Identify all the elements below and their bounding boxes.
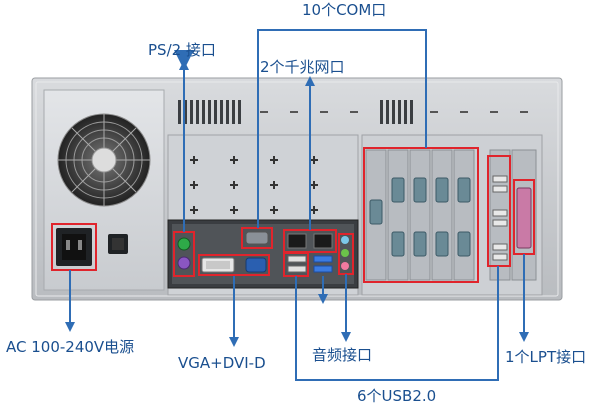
lan-port-1 bbox=[287, 233, 307, 249]
usb3-port bbox=[313, 255, 333, 263]
vga-port bbox=[245, 257, 267, 273]
label-lpt: 1个LPT接口 bbox=[505, 348, 587, 366]
highlight-com-cards bbox=[363, 147, 479, 283]
label-lan: 2个千兆网口 bbox=[260, 58, 345, 76]
highlight-vga-dvi bbox=[198, 254, 270, 276]
usb-port bbox=[287, 255, 307, 263]
label-vga-dvi: VGA+DVI-D bbox=[178, 354, 266, 372]
top-vent-slots bbox=[178, 100, 413, 124]
lan-port-2 bbox=[313, 233, 333, 249]
usb-bracket-ports bbox=[492, 175, 508, 261]
label-power: AC 100-240V电源 bbox=[6, 338, 135, 356]
audio-jack-line-in bbox=[341, 236, 349, 244]
onboard-com-port bbox=[245, 231, 269, 245]
ps2-mouse-port bbox=[177, 256, 191, 270]
audio-jack-line-out bbox=[341, 249, 349, 257]
com-port-connectors bbox=[369, 177, 471, 257]
label-com-ports: 10个COM口 bbox=[302, 1, 387, 19]
callout-arrowheads bbox=[65, 60, 529, 347]
lpt-port bbox=[516, 187, 532, 249]
usb3-port bbox=[313, 265, 333, 273]
label-audio: 音频接口 bbox=[312, 346, 373, 364]
label-usb: 6个USB2.0 bbox=[357, 387, 437, 405]
blank-plate-crosses bbox=[190, 156, 318, 214]
highlight-power bbox=[51, 223, 97, 271]
audio-jack-mic bbox=[341, 262, 349, 270]
ps2-keyboard-port bbox=[177, 237, 191, 251]
usb-port bbox=[287, 265, 307, 273]
label-ps2: PS/2 接口 bbox=[148, 41, 216, 59]
psu-fan bbox=[57, 113, 151, 207]
callout-lines bbox=[69, 29, 525, 381]
